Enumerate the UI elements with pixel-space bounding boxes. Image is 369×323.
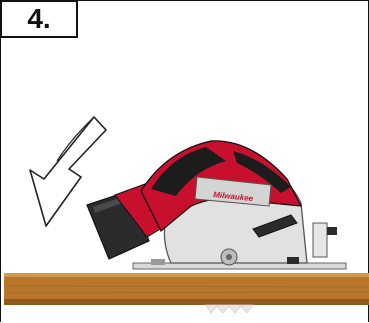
blade-teeth (206, 305, 253, 313)
wood-plank-icon (4, 273, 369, 305)
circular-saw-icon: Milwaukee (133, 141, 346, 269)
